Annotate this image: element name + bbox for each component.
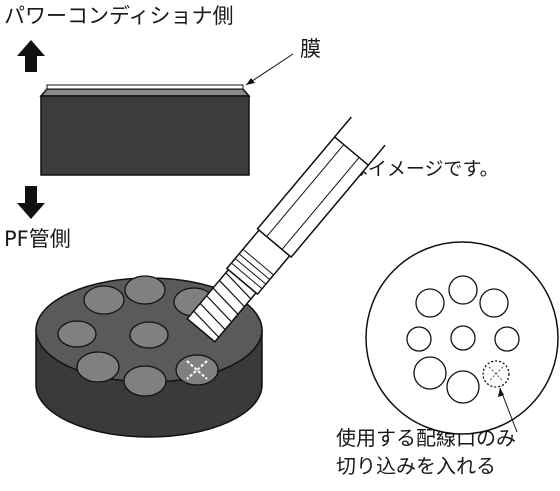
grommet-hole <box>123 365 167 397</box>
top-view-hole <box>479 288 509 318</box>
grommet-hole <box>124 275 166 305</box>
grommet-hole-cut <box>175 354 219 386</box>
top-view-hole <box>415 288 445 318</box>
grommet-hole <box>83 285 125 315</box>
top-view-hole <box>406 326 432 352</box>
grommet-hole <box>129 321 169 349</box>
rubber-block <box>39 88 251 176</box>
top-view-hole <box>413 356 447 390</box>
film <box>46 84 244 90</box>
instruction-line-2: 切り込みを入れる <box>336 454 496 478</box>
top-view <box>365 241 559 435</box>
grommet-hole <box>57 320 97 348</box>
cross-cut-icon <box>488 366 504 382</box>
top-view-hole <box>450 325 476 351</box>
utility-knife-icon <box>186 116 386 343</box>
cross-cut-icon <box>186 360 208 380</box>
grommet-hole <box>76 351 120 383</box>
pf-pipe-side-label: PF管側 <box>4 227 71 251</box>
arrow-down-icon <box>17 186 45 219</box>
top-view-hole <box>494 326 520 352</box>
power-conditioner-side-label: パワーコンディショナ側 <box>4 4 234 28</box>
top-view-hole <box>448 275 478 305</box>
film-leader-line <box>245 53 294 86</box>
cut-leader-line <box>498 387 518 433</box>
film-label: 膜 <box>300 37 321 61</box>
arrow-up-icon <box>17 40 45 72</box>
top-view-hole <box>446 370 480 404</box>
